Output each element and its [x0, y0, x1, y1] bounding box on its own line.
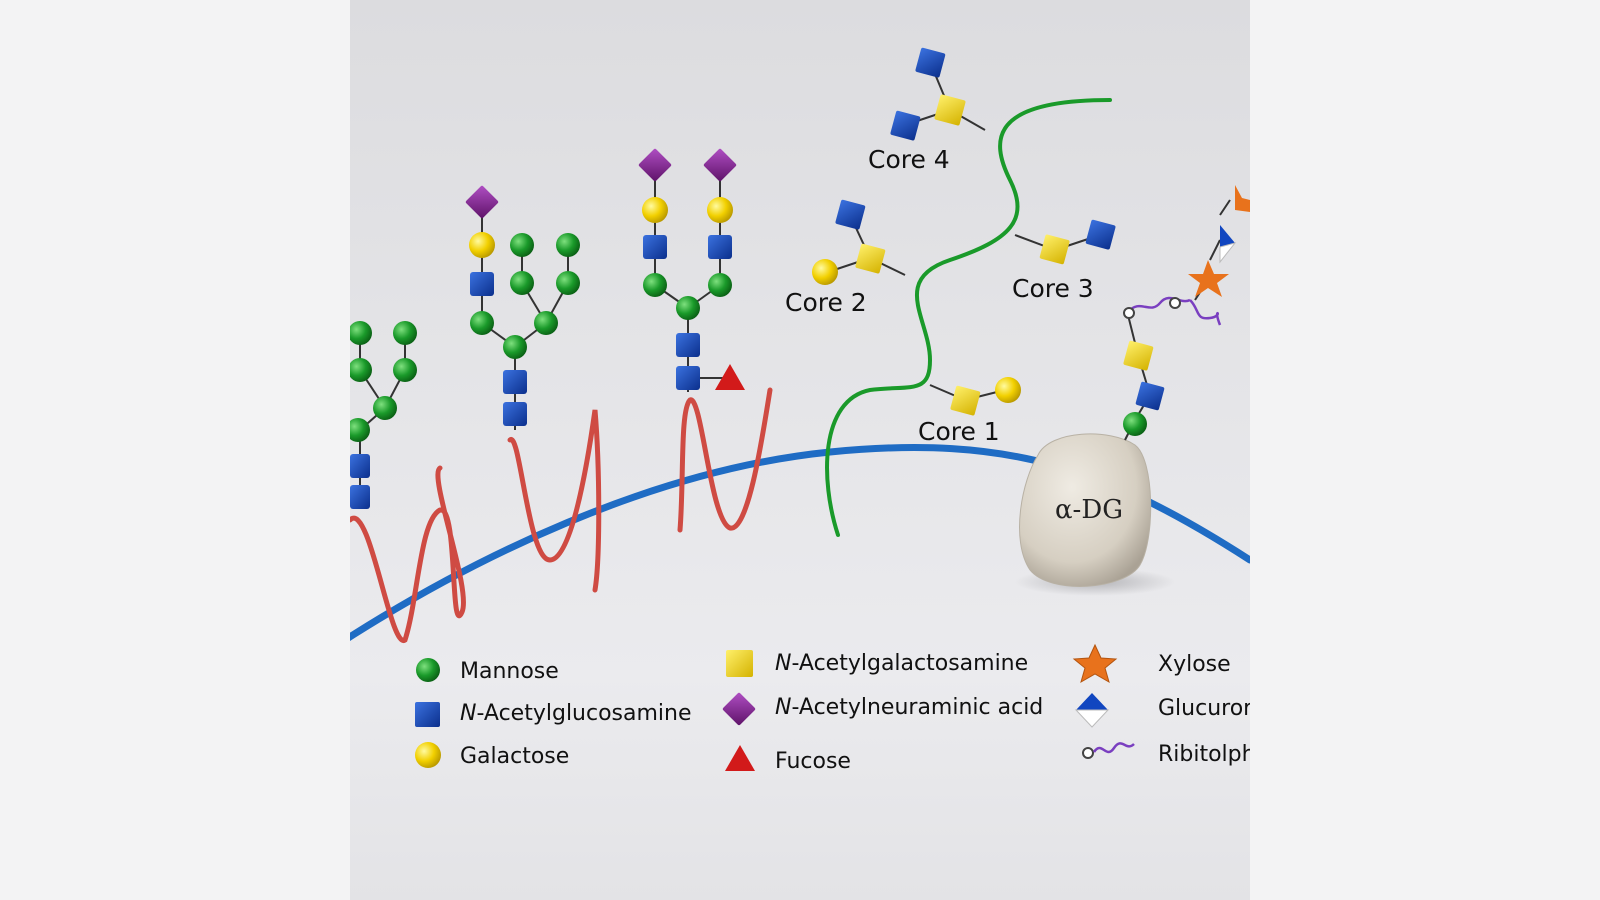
legend-galactose-label: Galactose — [460, 744, 569, 769]
galnac-icon — [726, 650, 753, 677]
core-1-label: Core 1 — [918, 417, 1000, 446]
legend-ribitol-label: Ribitolph — [1158, 742, 1250, 767]
mannose-icon — [416, 658, 440, 682]
galactose-icon — [415, 742, 441, 768]
core-4-glycan — [890, 47, 986, 141]
matriglycan-chain — [1123, 185, 1250, 441]
xylose-icon — [1072, 643, 1118, 684]
alpha-dg-label: α-DG — [1055, 495, 1123, 525]
legend-xylose-label: Xylose — [1158, 652, 1231, 677]
legend-item-fucose: Fucose — [725, 745, 851, 774]
legend-item-glucuronic: Glucuror — [1074, 693, 1250, 728]
alpha-dg-body — [1019, 433, 1152, 587]
diagram-panel: Core 4 Core 2 Core 3 Core 1 α-DG Mannose — [350, 0, 1250, 900]
core-2-label: Core 2 — [785, 288, 867, 317]
legend-item-xylose: Xylose — [1072, 643, 1231, 684]
legend-galnac-label: N-Acetylgalactosamine — [775, 651, 1028, 676]
ribitol-phosphate-icon — [1082, 742, 1135, 759]
core-2-glycan — [812, 199, 906, 285]
legend-item-glcnac: N-Acetylglucosamine — [415, 701, 692, 727]
legend-mannose-label: Mannose — [460, 659, 559, 684]
glcnac-icon — [415, 702, 440, 727]
legend-glcnac-label: N-Acetylglucosamine — [460, 701, 692, 726]
protein-chain — [350, 387, 773, 643]
core-4-label: Core 4 — [868, 145, 950, 174]
legend-item-ribitol: Ribitolph — [1082, 742, 1250, 767]
fucose-icon — [725, 745, 755, 771]
legend-glucuronic-label: Glucuror — [1158, 696, 1250, 721]
legend-item-neu5ac: N-Acetylneuraminic acid — [722, 692, 1043, 726]
n-glycan-hybrid — [465, 185, 580, 430]
o-glycan-chain — [825, 98, 1112, 537]
glucuronic-acid-icon — [1074, 693, 1110, 728]
legend-item-mannose: Mannose — [416, 658, 559, 684]
core-3-label: Core 3 — [1012, 274, 1094, 303]
legend-item-galnac: N-Acetylgalactosamine — [726, 650, 1028, 677]
core-1-glycan — [929, 377, 1021, 416]
glycan-diagram: Core 4 Core 2 Core 3 Core 1 α-DG Mannose — [350, 47, 1250, 774]
n-glycan-high-mannose-left — [350, 321, 417, 509]
n-glycan-complex-biantennary — [638, 148, 745, 392]
neu5ac-icon — [722, 692, 756, 726]
core-3-glycan — [1014, 219, 1116, 265]
legend-item-galactose: Galactose — [415, 742, 569, 769]
legend-neu5ac-label: N-Acetylneuraminic acid — [775, 695, 1043, 720]
legend: Mannose N-Acetylglucosamine Galactose N-… — [415, 643, 1250, 774]
legend-fucose-label: Fucose — [775, 749, 851, 774]
